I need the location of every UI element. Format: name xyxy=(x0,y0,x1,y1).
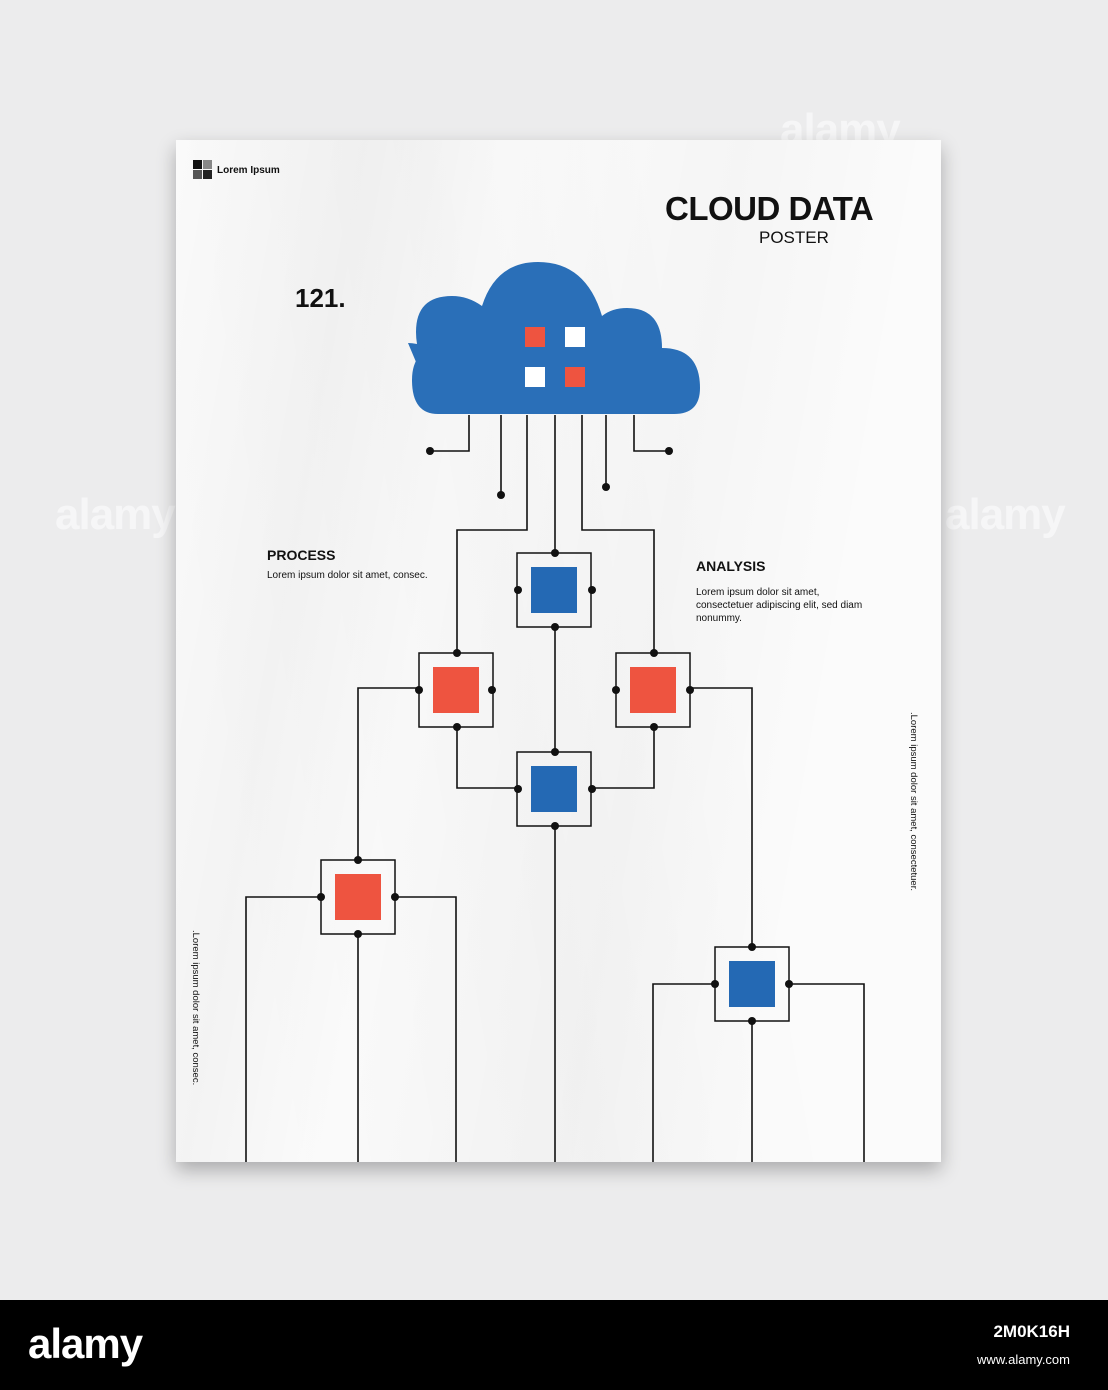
site-url: www.alamy.com xyxy=(977,1352,1070,1367)
logo-icon xyxy=(193,160,212,179)
connector-lines xyxy=(245,415,865,1162)
node-middle-center xyxy=(516,751,592,827)
poster-subtitle: POSTER xyxy=(759,228,829,247)
watermark: alamy xyxy=(55,490,176,539)
process-text: Lorem ipsum dolor sit amet, consec. xyxy=(267,570,428,581)
analysis-text: Lorem ipsum dolor sit amet, consectetuer… xyxy=(696,587,863,624)
node-top-center xyxy=(516,552,592,628)
poster: Lorem Ipsum CLOUD DATA POSTER 121. PROCE… xyxy=(176,140,941,1162)
node-bottom-right-blue xyxy=(714,946,790,1022)
watermark: alamy xyxy=(945,490,1066,539)
junction-dots xyxy=(317,447,793,1025)
brand-logo: alamy xyxy=(28,1320,143,1367)
cloud-network-diagram xyxy=(193,160,865,1162)
poster-title: CLOUD DATA xyxy=(665,190,874,227)
node-right-orange xyxy=(615,652,691,728)
node-left-orange xyxy=(418,652,494,728)
vertical-text-left: .Lorem ipsum dolor sit amet, consec. xyxy=(190,930,201,1086)
footer-bar: alamy 2M0K16H www.alamy.com xyxy=(0,1300,1108,1390)
cloud-icon xyxy=(408,262,700,414)
vertical-text-right: .Lorem ipsum dolor sit amet, consectetue… xyxy=(908,712,919,891)
process-heading: PROCESS xyxy=(267,547,336,563)
image-id: 2M0K16H xyxy=(993,1322,1070,1341)
node-bottom-left-orange xyxy=(320,859,396,935)
analysis-heading: ANALYSIS xyxy=(696,558,766,574)
poster-number: 121. xyxy=(295,283,346,313)
logo-text: Lorem Ipsum xyxy=(217,165,280,176)
